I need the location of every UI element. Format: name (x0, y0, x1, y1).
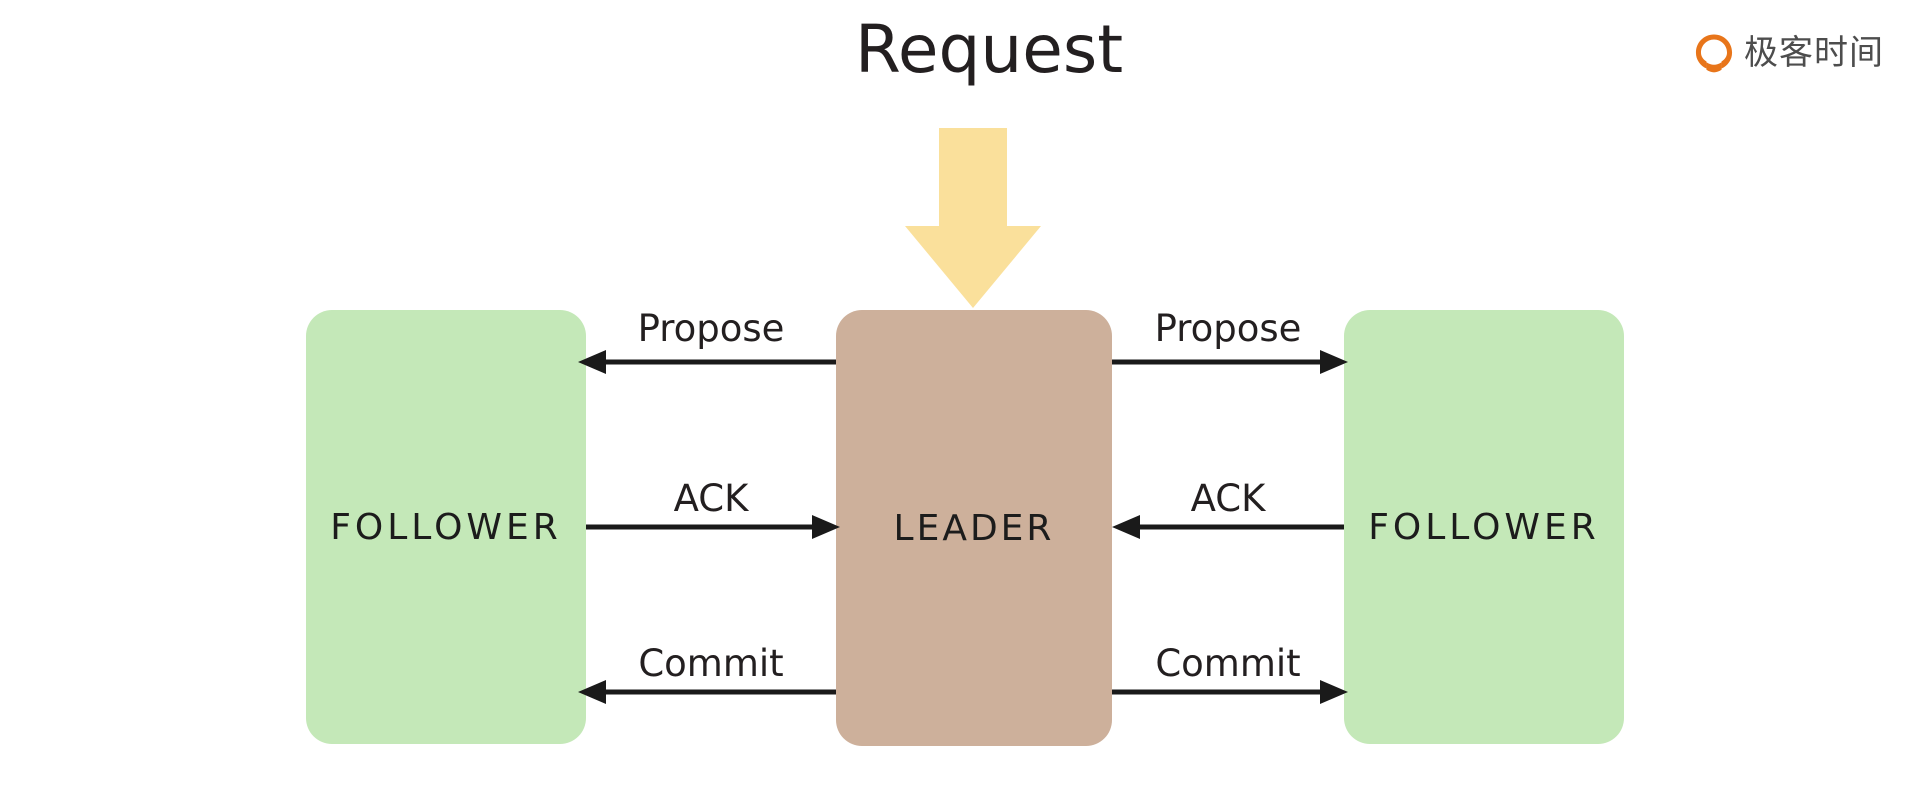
arrow-left-propose (578, 350, 836, 374)
node-follower-left-label: FOLLOWER (330, 506, 562, 548)
node-follower-right[interactable]: FOLLOWER (1344, 310, 1624, 744)
node-follower-left[interactable]: FOLLOWER (306, 310, 586, 744)
geektime-logo-icon (1695, 34, 1733, 73)
label-right-commit: Commit (1155, 642, 1301, 685)
page-title: Request (855, 11, 1124, 88)
label-left-commit: Commit (638, 642, 784, 685)
node-leader-label: LEADER (893, 507, 1055, 549)
node-follower-right-label: FOLLOWER (1368, 506, 1600, 548)
arrow-right-propose (1112, 350, 1348, 374)
node-leader[interactable]: LEADER (836, 310, 1112, 746)
label-left-propose: Propose (637, 307, 785, 350)
label-right-propose: Propose (1154, 307, 1302, 350)
label-right-ack: ACK (1190, 477, 1266, 520)
brand-logo: 极客时间 (1693, 30, 1884, 76)
request-arrow-icon (905, 128, 1041, 308)
brand-name: 极客时间 (1744, 33, 1884, 73)
label-left-ack: ACK (673, 477, 749, 520)
